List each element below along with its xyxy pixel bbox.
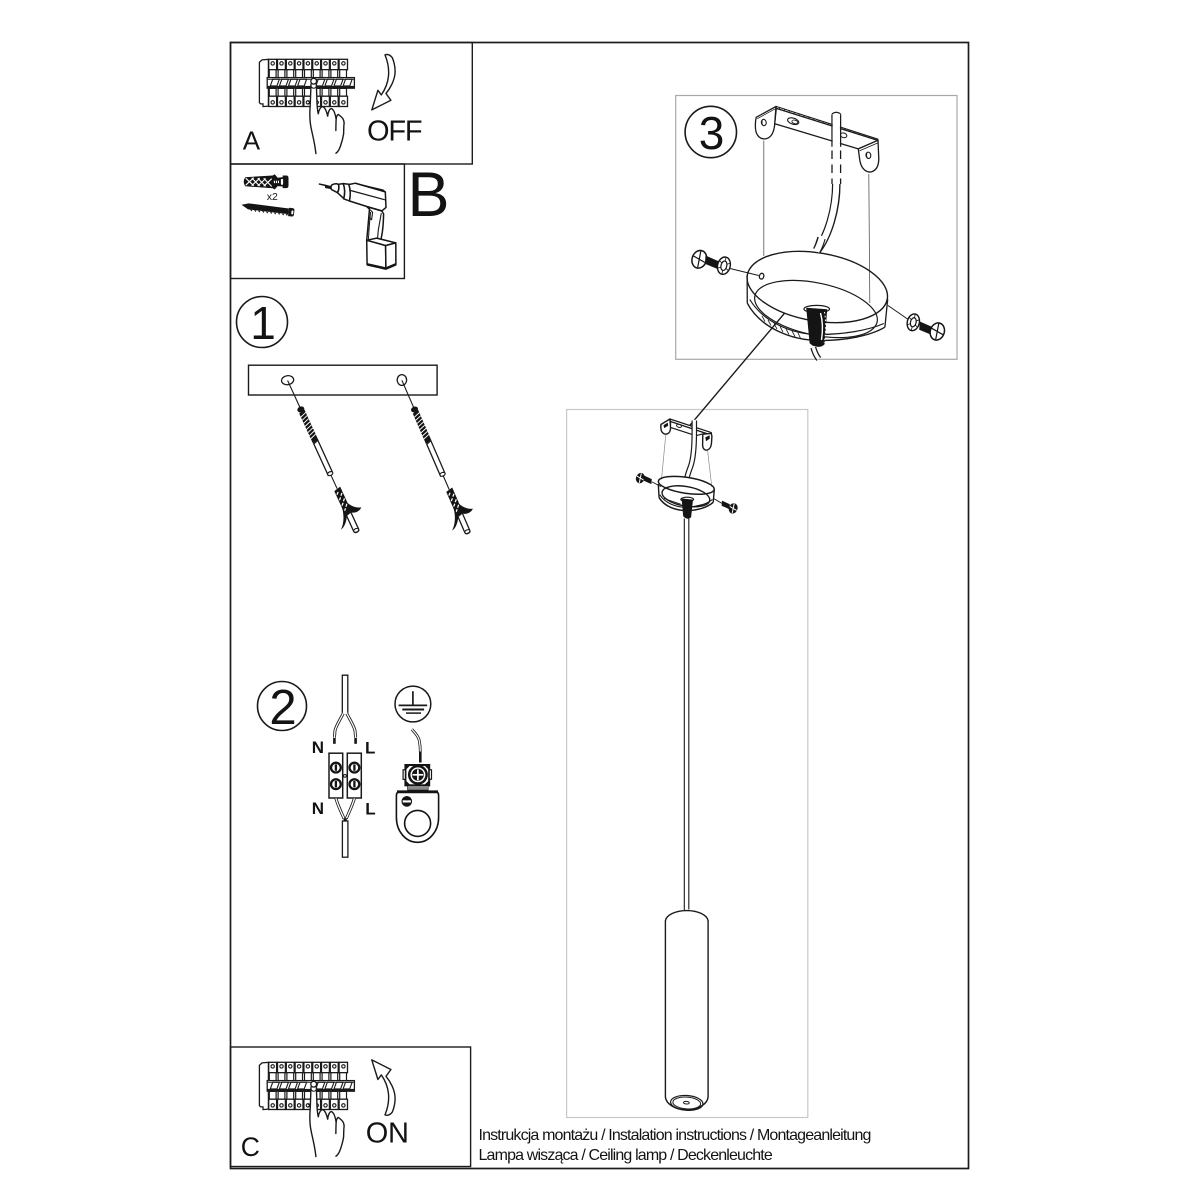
svg-text:N: N bbox=[312, 738, 324, 757]
svg-text:A: A bbox=[243, 126, 261, 156]
svg-text:OFF: OFF bbox=[367, 115, 422, 147]
svg-text:C: C bbox=[241, 1132, 260, 1162]
svg-text:3: 3 bbox=[699, 107, 725, 159]
svg-text:B: B bbox=[408, 160, 450, 230]
svg-text:ON: ON bbox=[366, 1117, 409, 1149]
svg-text:2: 2 bbox=[269, 681, 296, 735]
svg-text:x2: x2 bbox=[267, 191, 278, 203]
svg-text:L: L bbox=[365, 799, 375, 818]
svg-text:Instrukcja montażu / Instalati: Instrukcja montażu / Instalation instruc… bbox=[479, 1127, 871, 1144]
svg-text:1: 1 bbox=[250, 297, 276, 349]
svg-text:Lampa wisząca / Ceiling lamp /: Lampa wisząca / Ceiling lamp / Deckenleu… bbox=[479, 1147, 773, 1164]
svg-text:N: N bbox=[312, 799, 324, 818]
svg-text:L: L bbox=[365, 739, 375, 758]
